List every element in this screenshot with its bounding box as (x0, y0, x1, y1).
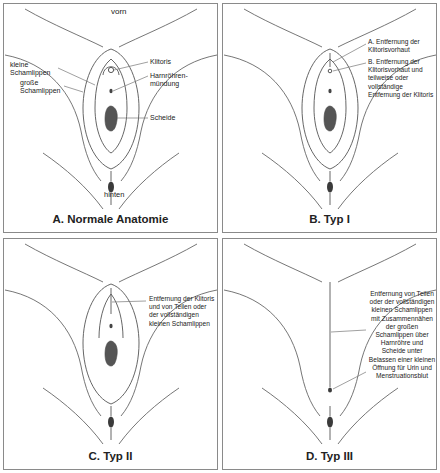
figure-panel: B. Typ I (222, 3, 437, 233)
excision-line (330, 53, 331, 67)
vaginal-opening (324, 106, 336, 131)
anus-symbol (108, 171, 114, 205)
vaginal-opening (105, 341, 117, 366)
anus-symbol (327, 406, 333, 440)
procedure-note: B. Entfernung der Klitorisvorhaut und te… (368, 58, 435, 99)
procedure-note: Entfernung von Teilen oder der vollständ… (368, 290, 436, 380)
normal-anatomy-drawing (5, 9, 217, 209)
anatomy-label: Scheide (150, 114, 200, 122)
leader-line (114, 62, 148, 70)
vaginal-opening (105, 106, 117, 131)
anatomy-label: hinten (104, 191, 144, 199)
clitoris (108, 67, 113, 72)
type-two-drawing (5, 244, 217, 444)
suture-line (330, 282, 331, 387)
leader-line (112, 301, 146, 302)
labia-minora (95, 59, 127, 153)
urethral-opening (328, 89, 331, 93)
scar-line (111, 288, 112, 314)
anatomy-label: Harnröhren- mündung (150, 72, 194, 88)
body-outline (5, 9, 217, 209)
leader-line (58, 68, 95, 85)
leader-line (113, 76, 148, 91)
procedure-note: Entfernung der Klitoris und von Teilen o… (149, 295, 216, 328)
anatomy-label: kleine Schamlippen (10, 61, 58, 77)
anatomy-label: Klitoris (150, 58, 200, 66)
labia-minora (314, 59, 346, 153)
anatomy-label: große Schamlippen (20, 79, 66, 95)
figure-panel: C. Typ II (3, 238, 218, 470)
type-one-drawing (224, 9, 436, 209)
body-outline (5, 244, 217, 444)
anus-symbol (108, 406, 114, 440)
panel-title: B. Typ I (223, 213, 436, 226)
anus-symbol (327, 171, 333, 205)
body-outline (224, 244, 436, 444)
clitoral-hood (103, 67, 119, 75)
panel-title: A. Normale Anatomie (4, 213, 217, 226)
procedure-note: A. Entfernung der Klitorisvorhaut (368, 38, 435, 54)
labia-majora (83, 284, 139, 404)
leader-line (331, 330, 366, 332)
urethral-opening (109, 324, 112, 328)
urethral-opening (109, 89, 112, 93)
leader-line (333, 372, 366, 389)
leader-line (64, 86, 83, 92)
type-three-drawing (224, 244, 436, 444)
body-outline (224, 9, 436, 209)
clitoris-remnant (328, 69, 332, 73)
leader-line (333, 63, 366, 71)
anatomy-label: vorn (111, 8, 141, 16)
small-opening (328, 387, 332, 392)
leader-line (117, 118, 148, 119)
labia-majora (83, 49, 139, 169)
leader-line (333, 44, 366, 62)
panel-title: C. Typ II (4, 450, 217, 463)
panel-title: D. Typ III (223, 450, 436, 463)
